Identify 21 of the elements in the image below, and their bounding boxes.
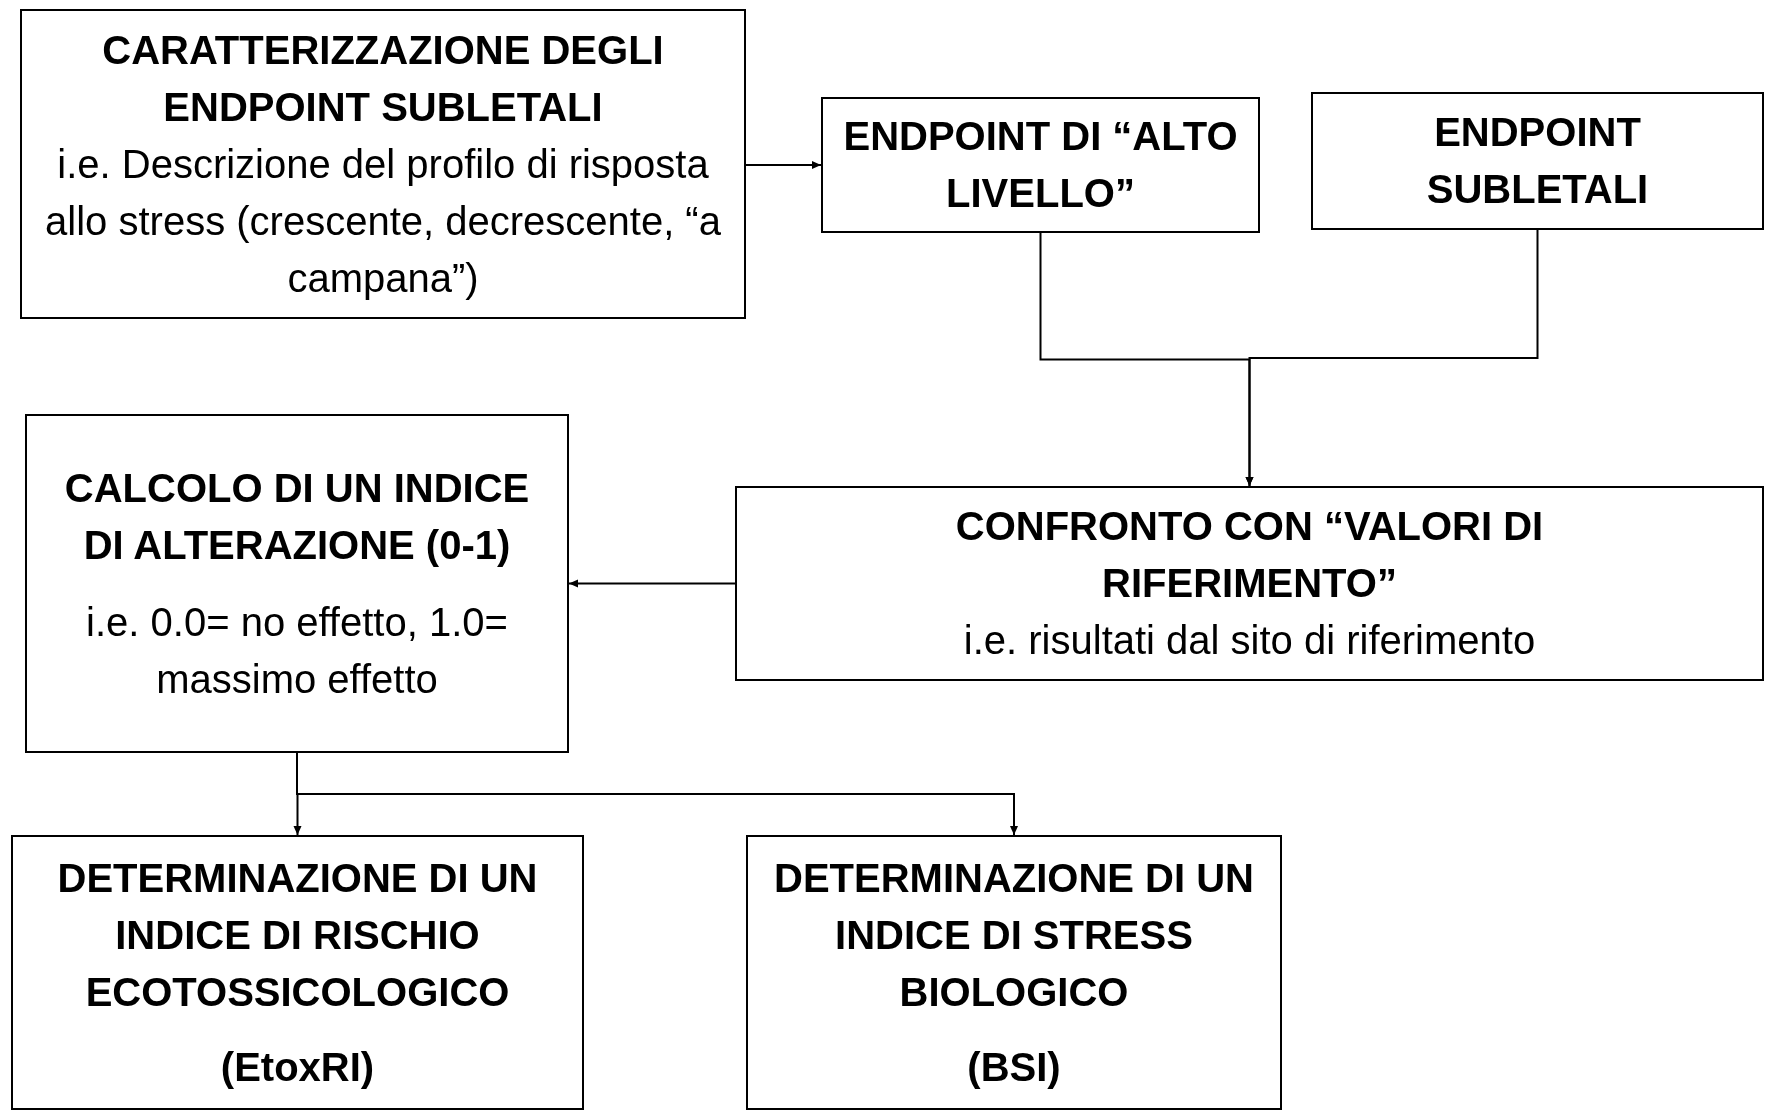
box-heading: CONFRONTO CON “VALORI DI RIFERIMENTO” [954, 503, 1545, 607]
process-box [11, 835, 584, 1110]
box-heading: DETERMINAZIONE DI UN INDICE DI STRESS BIOLOGICO [773, 854, 1255, 1016]
box-text: (EtoxRI) [220, 1043, 375, 1091]
process-box [25, 414, 569, 753]
box-text: i.e. risultati dal sito di riferimento [963, 617, 1536, 664]
box-heading: ENDPOINT SUBLETALI [1425, 109, 1650, 213]
arrow [568, 579, 736, 588]
box-text: (BSI) [967, 1043, 1061, 1091]
arrow [745, 161, 822, 169]
arrow [1245, 229, 1539, 487]
process-box [20, 9, 746, 319]
box-heading: DETERMINAZIONE DI UN INDICE DI RISCHIO ECOTOSSICOLOGICO [56, 854, 539, 1016]
process-box [821, 97, 1260, 233]
process-box [1311, 92, 1764, 230]
box-text: i.e. Descrizione del profilo di risposta allo stress (crescente, decrescente, “a campana”) [44, 140, 722, 302]
box-heading: ENDPOINT DI “ALTO LIVELLO” [842, 113, 1239, 217]
process-box [735, 486, 1764, 681]
box-heading: CALCOLO DI UN INDICE DI ALTERAZIONE (0-1) [63, 464, 531, 569]
process-box [746, 835, 1282, 1110]
box-text: i.e. 0.0= no effetto, 1.0= massimo effetto [85, 598, 509, 703]
